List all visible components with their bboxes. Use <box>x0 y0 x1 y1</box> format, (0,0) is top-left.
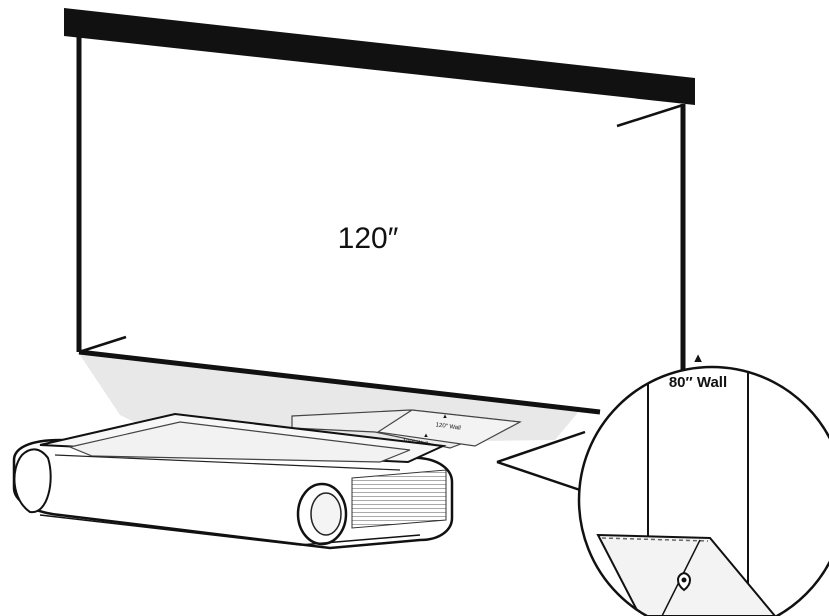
placement-card-120-zone <box>376 409 522 447</box>
placement-card: ▲ 120″ Wall ▲ 100″ Wall <box>291 409 522 449</box>
screen-corner-mark-bottom-left <box>78 335 127 354</box>
zoom-arrow: ▲ <box>692 350 705 365</box>
card-label-120-wall: 120″ Wall <box>435 422 461 431</box>
screen-housing-bar <box>64 8 695 105</box>
zoom-callout: ▲ 80″ Wall <box>496 350 829 616</box>
zoom-card-dashed-edge <box>601 537 709 542</box>
screen-size-label: 120″ <box>338 222 399 255</box>
zoom-label-80-wall: 80″ Wall <box>669 374 727 391</box>
screen-bottom-edge <box>78 349 601 415</box>
projector-lens-inner <box>310 492 342 536</box>
projector-end-cap <box>13 448 52 514</box>
zoom-callout-circle <box>577 365 829 616</box>
projector <box>12 412 454 550</box>
screen-corner-mark-top-right <box>616 103 684 128</box>
projector-base <box>39 514 421 546</box>
zoom-pointer-lower-edge <box>496 460 581 492</box>
projector-edge-line <box>54 454 401 471</box>
card-arrow-120: ▲ <box>442 414 448 420</box>
projector-grille <box>351 469 447 529</box>
zoom-pointer-upper-edge <box>496 430 586 464</box>
projector-top-glass <box>68 421 411 463</box>
card-arrow-100: ▲ <box>423 433 429 439</box>
